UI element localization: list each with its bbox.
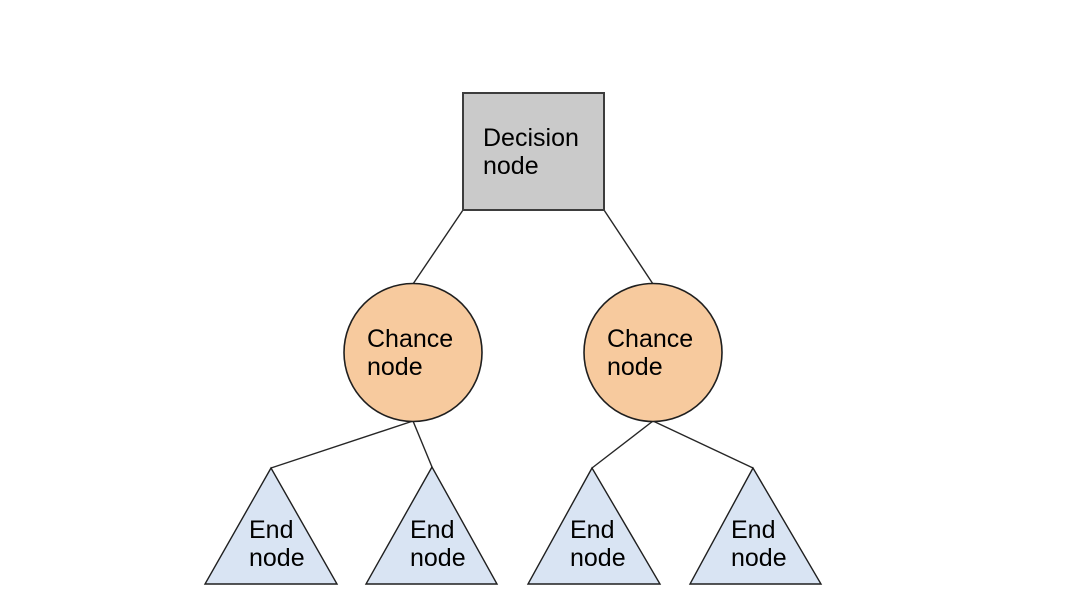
connectors — [270, 209, 754, 469]
end-node-4-shape — [688, 466, 823, 585]
end-node-2-shape — [364, 465, 499, 585]
connector-decision-to-chance-right — [603, 209, 654, 285]
end-node-1-shape — [203, 466, 339, 585]
connector-chance-right-to-end-4 — [652, 420, 754, 469]
connector-chance-left-to-end-2 — [412, 420, 433, 468]
connector-decision-to-chance-left — [412, 209, 464, 285]
connector-chance-left-to-end-1 — [270, 420, 414, 469]
end-node-3-shape — [526, 466, 662, 585]
chance-node-right-shape — [583, 282, 723, 423]
chance-node-left-shape — [343, 282, 483, 423]
connector-chance-right-to-end-3 — [591, 420, 654, 469]
decision-node-shape — [462, 92, 605, 211]
